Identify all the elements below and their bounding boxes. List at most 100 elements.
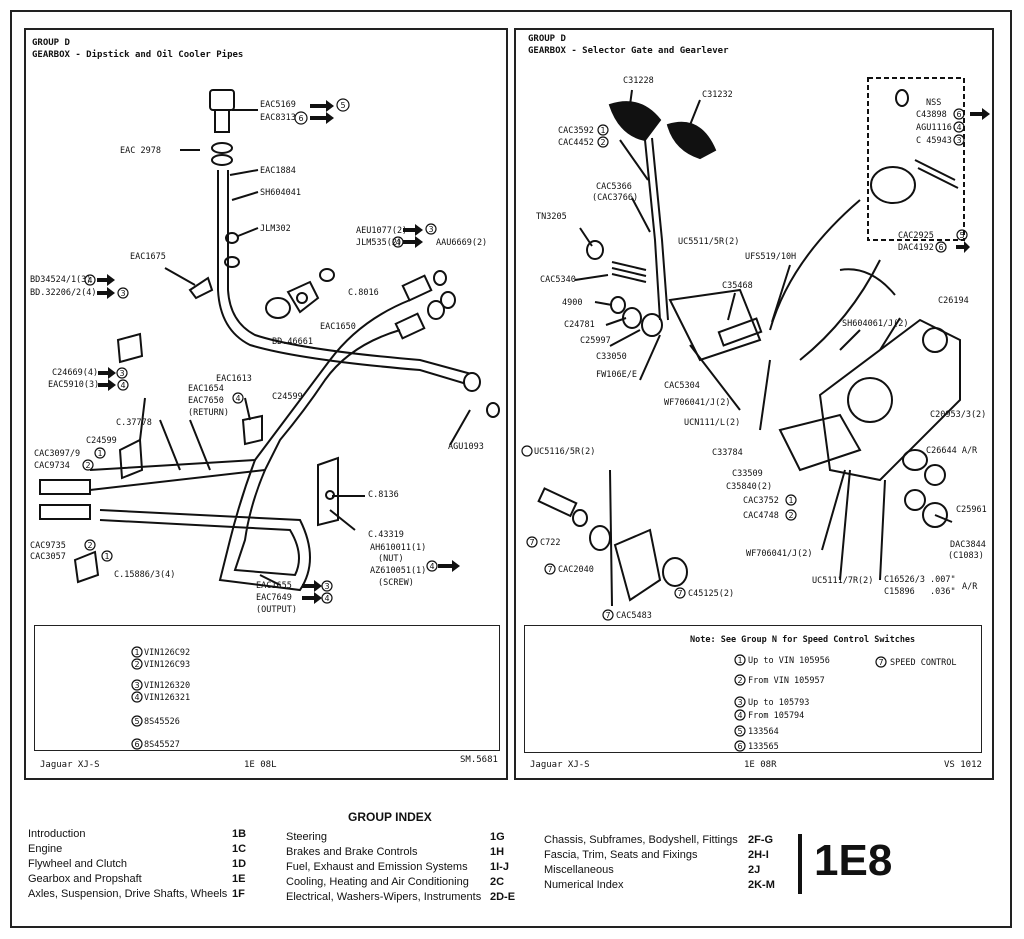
part-label-c33509: C33509	[732, 469, 763, 479]
index-item-steering[interactable]: Steering	[286, 831, 327, 843]
index-item-misc[interactable]: Miscellaneous	[544, 864, 614, 876]
index-item-gearbox[interactable]: Gearbox and Propshaft	[28, 873, 142, 885]
part-label-c37778: C.37778	[116, 418, 152, 428]
index-code-fuel[interactable]: 1I-J	[490, 861, 509, 873]
part-label-c24669: C24669(4)	[52, 368, 99, 378]
svg-text:5: 5	[959, 231, 964, 240]
part-label-cac5483: CAC5483	[616, 611, 652, 621]
svg-text:4: 4	[956, 123, 961, 132]
right-footer-ref: VS 1012	[944, 760, 982, 770]
part-label-sh604041: SH604041	[260, 188, 301, 198]
left-group-label: GROUP D	[32, 38, 70, 48]
part-label-ar-unit: A/R	[962, 582, 978, 592]
index-code-axles[interactable]: 1F	[232, 888, 245, 900]
part-label-c15886: C.15886/3(4)	[114, 570, 176, 580]
svg-text:3: 3	[324, 582, 329, 591]
right-group-label: GROUP D	[528, 34, 566, 44]
svg-text:7: 7	[529, 538, 534, 547]
index-code-electrical[interactable]: 2D-E	[490, 891, 516, 903]
svg-text:3: 3	[737, 698, 742, 707]
part-label-thickness-2: .036"	[930, 587, 956, 597]
index-code-flywheel[interactable]: 1D	[232, 858, 247, 870]
left-note-3: VIN126320	[144, 681, 191, 691]
left-note-5: 8S45526	[144, 717, 180, 727]
part-label-4900: 4900	[562, 298, 583, 308]
index-code-misc[interactable]: 2J	[748, 864, 761, 876]
part-label-eac8313: EAC8313	[260, 113, 296, 123]
index-item-electrical[interactable]: Electrical, Washers-Wipers, Instruments	[286, 891, 482, 903]
page-code-bar	[798, 834, 802, 894]
part-label-eac1655: EAC1655	[256, 581, 292, 591]
part-label-nut: (NUT)	[378, 554, 404, 564]
part-label-cac5340: CAC5340	[540, 275, 576, 285]
part-label-cac3752: CAC3752	[743, 496, 779, 506]
index-code-fascia[interactable]: 2H-I	[748, 849, 769, 861]
index-item-chassis[interactable]: Chassis, Subframes, Bodyshell, Fittings	[544, 834, 738, 846]
index-item-introduction[interactable]: Introduction	[28, 828, 86, 840]
svg-text:1: 1	[737, 656, 742, 665]
index-code-introduction[interactable]: 1B	[232, 828, 247, 840]
index-item-cooling[interactable]: Cooling, Heating and Air Conditioning	[286, 876, 469, 888]
part-label-eac2978: EAC 2978	[120, 146, 161, 156]
right-footer-model: Jaguar XJ-S	[530, 760, 590, 770]
svg-text:3: 3	[428, 225, 433, 234]
part-label-agu1093: AGU1093	[448, 442, 484, 452]
svg-text:4: 4	[737, 711, 742, 720]
svg-text:1: 1	[97, 449, 102, 458]
left-footer-page: 1E 08L	[244, 760, 277, 770]
index-item-fuel[interactable]: Fuel, Exhaust and Emission Systems	[286, 861, 468, 873]
svg-text:6: 6	[737, 742, 742, 751]
right-notes-box	[524, 625, 982, 753]
svg-text:4: 4	[429, 562, 434, 571]
right-footer-page: 1E 08R	[744, 760, 777, 770]
svg-text:2: 2	[134, 660, 139, 669]
index-item-fascia[interactable]: Fascia, Trim, Seats and Fixings	[544, 849, 698, 861]
index-item-flywheel[interactable]: Flywheel and Clutch	[28, 858, 128, 870]
index-item-axles[interactable]: Axles, Suspension, Drive Shafts, Wheels	[28, 888, 228, 900]
svg-text:1: 1	[788, 496, 793, 505]
index-code-gearbox[interactable]: 1E	[232, 873, 246, 885]
left-footer-model: Jaguar XJ-S	[40, 760, 100, 770]
part-label-bd32206: BD.32206/2(4)	[30, 288, 97, 298]
svg-text:7: 7	[547, 565, 552, 574]
part-label-wf706041-a: WF706041/J(2)	[664, 398, 731, 408]
index-code-chassis[interactable]: 2F-G	[748, 834, 774, 846]
svg-text:6: 6	[134, 740, 139, 749]
left-panel-title: GEARBOX - Dipstick and Oil Cooler Pipes	[32, 50, 244, 60]
page-frame	[10, 10, 1012, 928]
index-item-numerical[interactable]: Numerical Index	[544, 879, 624, 891]
svg-text:6: 6	[938, 243, 943, 252]
index-item-brakes[interactable]: Brakes and Brake Controls	[286, 846, 418, 858]
part-label-return: (RETURN)	[188, 408, 229, 418]
page-code: 1E8	[814, 836, 893, 885]
part-label-c33784: C33784	[712, 448, 743, 458]
svg-text:6: 6	[956, 110, 961, 119]
left-notes-box	[34, 625, 500, 751]
part-label-jlm535: JLM535(2)	[356, 238, 403, 248]
part-label-jlm302: JLM302	[260, 224, 291, 234]
svg-text:1: 1	[134, 648, 139, 657]
part-label-screw: (SCREW)	[378, 578, 414, 588]
index-code-brakes[interactable]: 1H	[490, 846, 505, 858]
left-note-6: 8S45527	[144, 740, 180, 750]
part-label-c26194: C26194	[938, 296, 969, 306]
part-label-agu1116: AGU1116	[916, 123, 952, 133]
part-label-c33050: C33050	[596, 352, 627, 362]
part-label-sh604061: SH604061/J(2)	[842, 319, 909, 329]
left-footer-ref: SM.5681	[460, 755, 498, 765]
part-label-c15896: C15896	[884, 587, 915, 597]
svg-text:2: 2	[87, 541, 92, 550]
index-code-cooling[interactable]: 2C	[490, 876, 505, 888]
index-code-steering[interactable]: 1G	[490, 831, 505, 843]
right-panel-title: GEARBOX - Selector Gate and Gearlever	[528, 46, 729, 56]
index-item-engine[interactable]: Engine	[28, 843, 63, 855]
part-label-output: (OUTPUT)	[256, 605, 297, 615]
part-label-bd34524: BD34524/1(3)	[30, 275, 92, 285]
left-diagram-panel	[24, 28, 508, 780]
part-label-eac1884: EAC1884	[260, 166, 296, 176]
index-code-numerical[interactable]: 2K-M	[748, 879, 775, 891]
part-label-eac1650: EAC1650	[320, 322, 356, 332]
part-label-uc5511: UC5511/5R(2)	[678, 237, 740, 247]
index-code-engine[interactable]: 1C	[232, 843, 247, 855]
